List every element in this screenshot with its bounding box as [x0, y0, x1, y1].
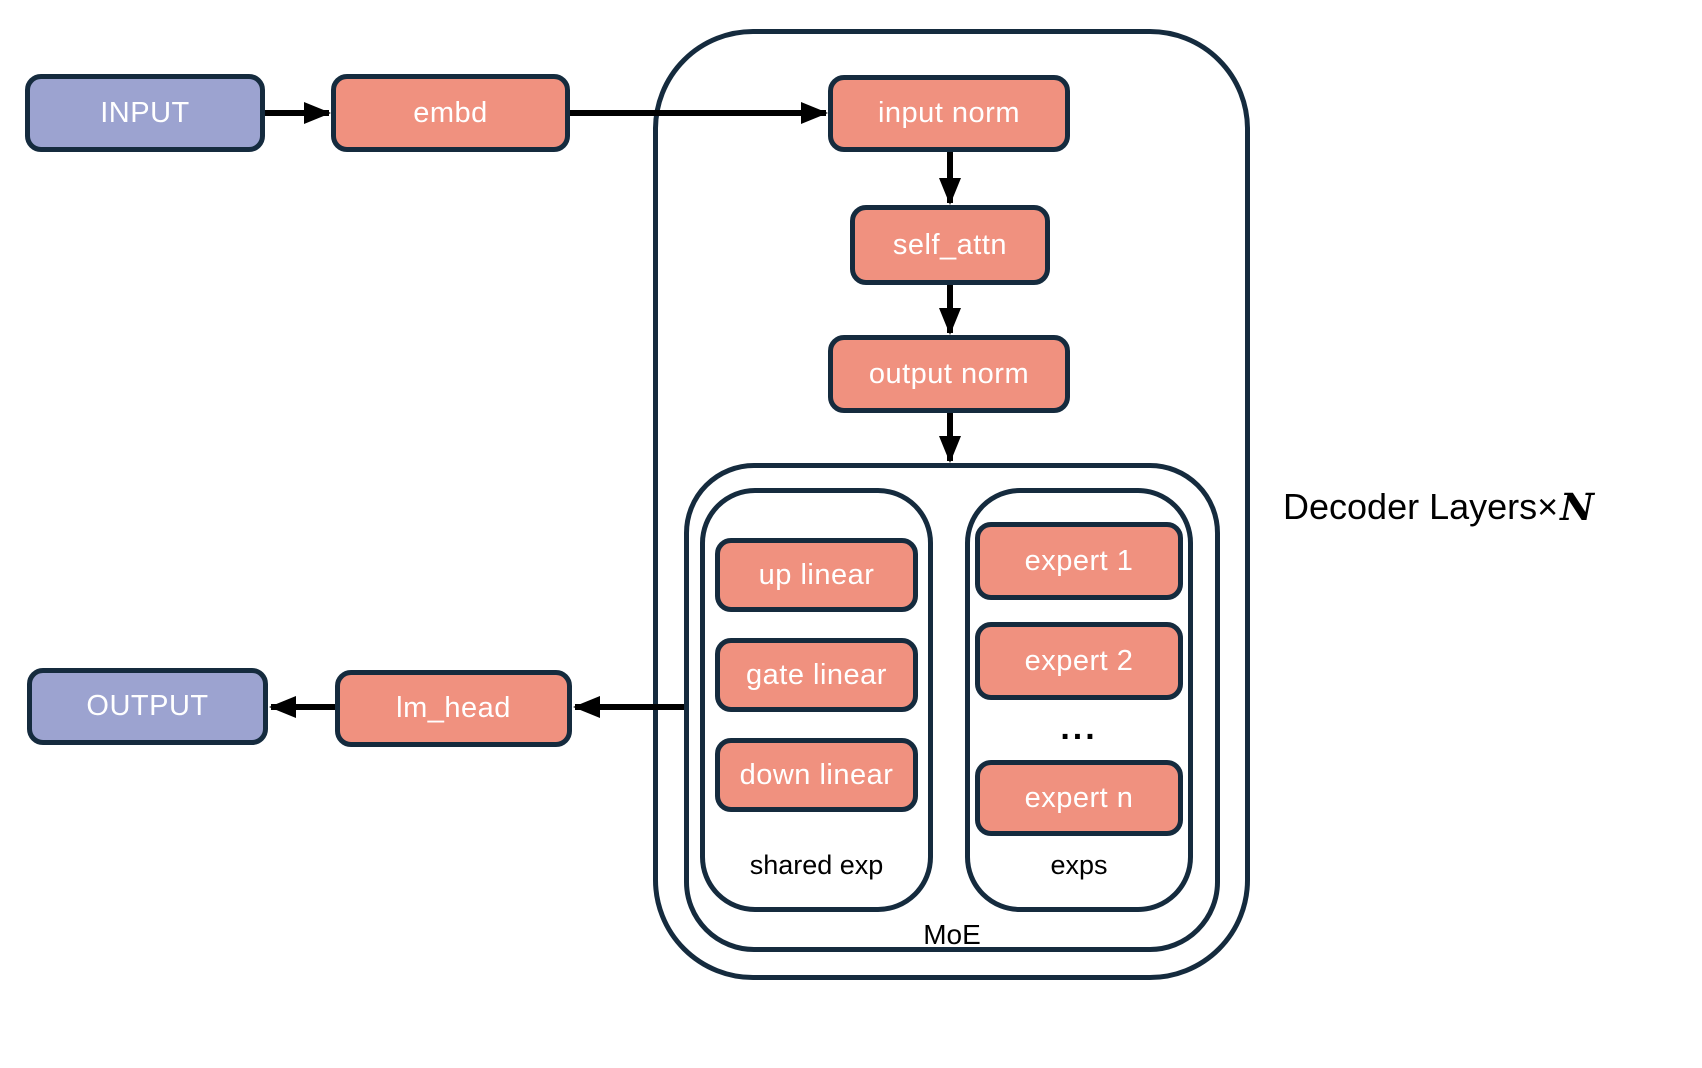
output-node: OUTPUT [27, 668, 268, 745]
expert-2-node: expert 2 [975, 622, 1183, 700]
output-norm-node: output norm [828, 335, 1070, 413]
experts-ellipsis: ... [1060, 708, 1098, 747]
input-norm-node: input norm [828, 75, 1070, 152]
self-attn-node: self_attn [850, 205, 1050, 285]
shared-exp-label: shared exp [749, 849, 884, 880]
moe-container [684, 463, 1220, 952]
embd-node: embd [331, 74, 570, 152]
decoder-layers-label: Decoder Layers × N [1283, 485, 1594, 529]
lm-head-node: lm_head [335, 670, 572, 747]
exps-label: exps [1050, 849, 1108, 880]
moe-label: MoE [923, 919, 981, 950]
expert-n-node: expert n [975, 760, 1183, 836]
up-linear-node: up linear [715, 538, 918, 612]
decoder-layers-container [653, 29, 1250, 980]
shared-exp-container [700, 488, 933, 912]
exps-container [965, 488, 1193, 912]
gate-linear-node: gate linear [715, 638, 918, 712]
expert-1-node: expert 1 [975, 522, 1183, 600]
down-linear-node: down linear [715, 738, 918, 812]
decoder-layers-label-text: Decoder Layers [1283, 486, 1538, 527]
decoder-layers-n-symbol: N [1560, 485, 1594, 529]
decoder-layers-times-sign: × [1537, 486, 1559, 527]
input-node: INPUT [25, 74, 265, 152]
